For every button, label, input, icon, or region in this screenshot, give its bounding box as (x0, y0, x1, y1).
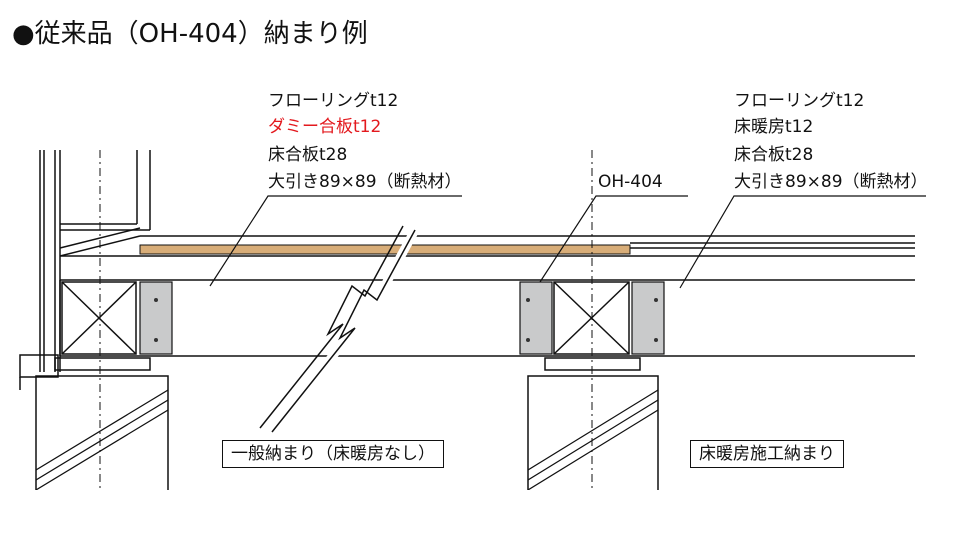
bracket-left (139, 281, 173, 355)
right-callout-flooring: フローリングt12 (734, 91, 865, 111)
bracket-right (631, 281, 665, 355)
left-callout-floor-plywood: 床合板t28 (268, 145, 348, 165)
left-callout-dummy-plywood: ダミー合板t12 (268, 117, 382, 137)
leader-right (679, 195, 926, 289)
page-title: ●従来品（OH-404）納まり例 (12, 19, 368, 49)
right-callout-beam: 大引き89×89（断熱材） (734, 172, 928, 192)
left-callout-flooring: フローリングt12 (268, 91, 399, 111)
left-callout-beam: 大引き89×89（断熱材） (268, 172, 462, 192)
foundation-left (35, 375, 169, 490)
left-caption: 一般納まり（床暖房なし） (222, 440, 444, 468)
dummy-plywood (139, 244, 631, 255)
foundation-right (527, 375, 659, 490)
right-caption: 床暖房施工納まり (690, 440, 844, 468)
right-callout-floor-heating: 床暖房t12 (734, 117, 814, 137)
leader-left (209, 195, 462, 287)
sill-left (54, 357, 151, 371)
center-callout-oh404: OH-404 (598, 172, 663, 192)
leader-center (539, 195, 688, 283)
beam-left (61, 281, 137, 355)
floor-layers (59, 235, 915, 357)
right-callout-floor-plywood: 床合板t28 (734, 145, 814, 165)
bracket-center (519, 281, 553, 355)
break-line (259, 225, 419, 435)
